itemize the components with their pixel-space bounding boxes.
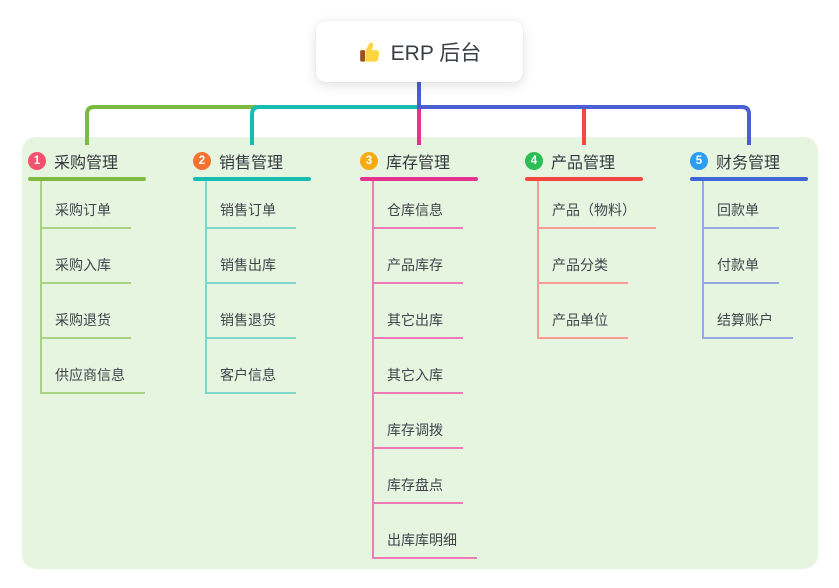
branch-title: 销售管理	[219, 155, 284, 172]
mindmap-item[interactable]: 采购订单	[40, 195, 131, 229]
branch-items-connector	[40, 181, 42, 394]
branch-items-connector	[537, 181, 539, 339]
branch-node[interactable]: 1 采购管理 采购订单采购入库采购退货供应商信息	[28, 148, 146, 394]
mindmap-item[interactable]: 回款单	[702, 195, 779, 229]
mindmap-item[interactable]: 销售退货	[205, 305, 296, 339]
branch-number-badge: 3	[360, 152, 378, 170]
mindmap-item[interactable]: 库存盘点	[372, 470, 463, 504]
mindmap-item[interactable]: 付款单	[702, 250, 779, 284]
branch-title-row[interactable]: 5 财务管理	[690, 148, 808, 174]
mindmap-item[interactable]: 产品分类	[537, 250, 628, 284]
branch-title: 库存管理	[386, 155, 451, 172]
branch-number-badge: 1	[28, 152, 46, 170]
branch-underline	[525, 177, 643, 181]
branch-title: 采购管理	[54, 155, 119, 172]
branch-underline	[193, 177, 311, 181]
mindmap-item[interactable]: 销售订单	[205, 195, 296, 229]
mindmap-item[interactable]: 其它出库	[372, 305, 463, 339]
branch-number-badge: 4	[525, 152, 543, 170]
branch-node[interactable]: 5 财务管理 回款单付款单结算账户	[690, 148, 808, 339]
mindmap-item[interactable]: 产品（物料）	[537, 195, 656, 229]
mindmap-item[interactable]: 产品库存	[372, 250, 463, 284]
branch-number-badge: 5	[690, 152, 708, 170]
branch-items-connector	[205, 181, 207, 394]
branch-node[interactable]: 2 销售管理 销售订单销售出库销售退货客户信息	[193, 148, 311, 394]
branch-node[interactable]: 4 产品管理 产品（物料） 产品分类产品单位	[525, 148, 656, 339]
branch-underline	[28, 177, 146, 181]
mindmap-item[interactable]: 出库库明细	[372, 525, 477, 559]
root-node[interactable]: ERP 后台	[316, 21, 523, 82]
branch-title: 产品管理	[551, 155, 616, 172]
mindmap-item[interactable]: 仓库信息	[372, 195, 463, 229]
branch-title-row[interactable]: 4 产品管理	[525, 148, 643, 174]
mindmap-item[interactable]: 库存调拨	[372, 415, 463, 449]
branch-title-row[interactable]: 3 库存管理	[360, 148, 478, 174]
mindmap-item[interactable]: 客户信息	[205, 360, 296, 394]
branch-title-row[interactable]: 1 采购管理	[28, 148, 146, 174]
mindmap-item[interactable]: 采购退货	[40, 305, 131, 339]
mindmap-item[interactable]: 销售出库	[205, 250, 296, 284]
mindmap-item[interactable]: 供应商信息	[40, 360, 145, 394]
mindmap-item[interactable]: 产品单位	[537, 305, 628, 339]
mindmap-canvas	[22, 137, 818, 569]
root-node-title: ERP 后台	[390, 41, 482, 65]
mindmap-item[interactable]: 采购入库	[40, 250, 131, 284]
branch-number-badge: 2	[193, 152, 211, 170]
branch-title: 财务管理	[716, 155, 781, 172]
branch-underline	[360, 177, 478, 181]
mindmap-item[interactable]: 结算账户	[702, 305, 793, 339]
thumbs-up-icon	[358, 40, 381, 63]
branch-title-row[interactable]: 2 销售管理	[193, 148, 311, 174]
branch-underline	[690, 177, 808, 181]
mindmap-item[interactable]: 其它入库	[372, 360, 463, 394]
branch-items-connector	[702, 181, 704, 339]
branch-items-connector	[372, 181, 374, 559]
branch-node[interactable]: 3 库存管理 仓库信息产品库存其它出库其它入库库存调拨库存盘点出库库明细	[360, 148, 478, 559]
